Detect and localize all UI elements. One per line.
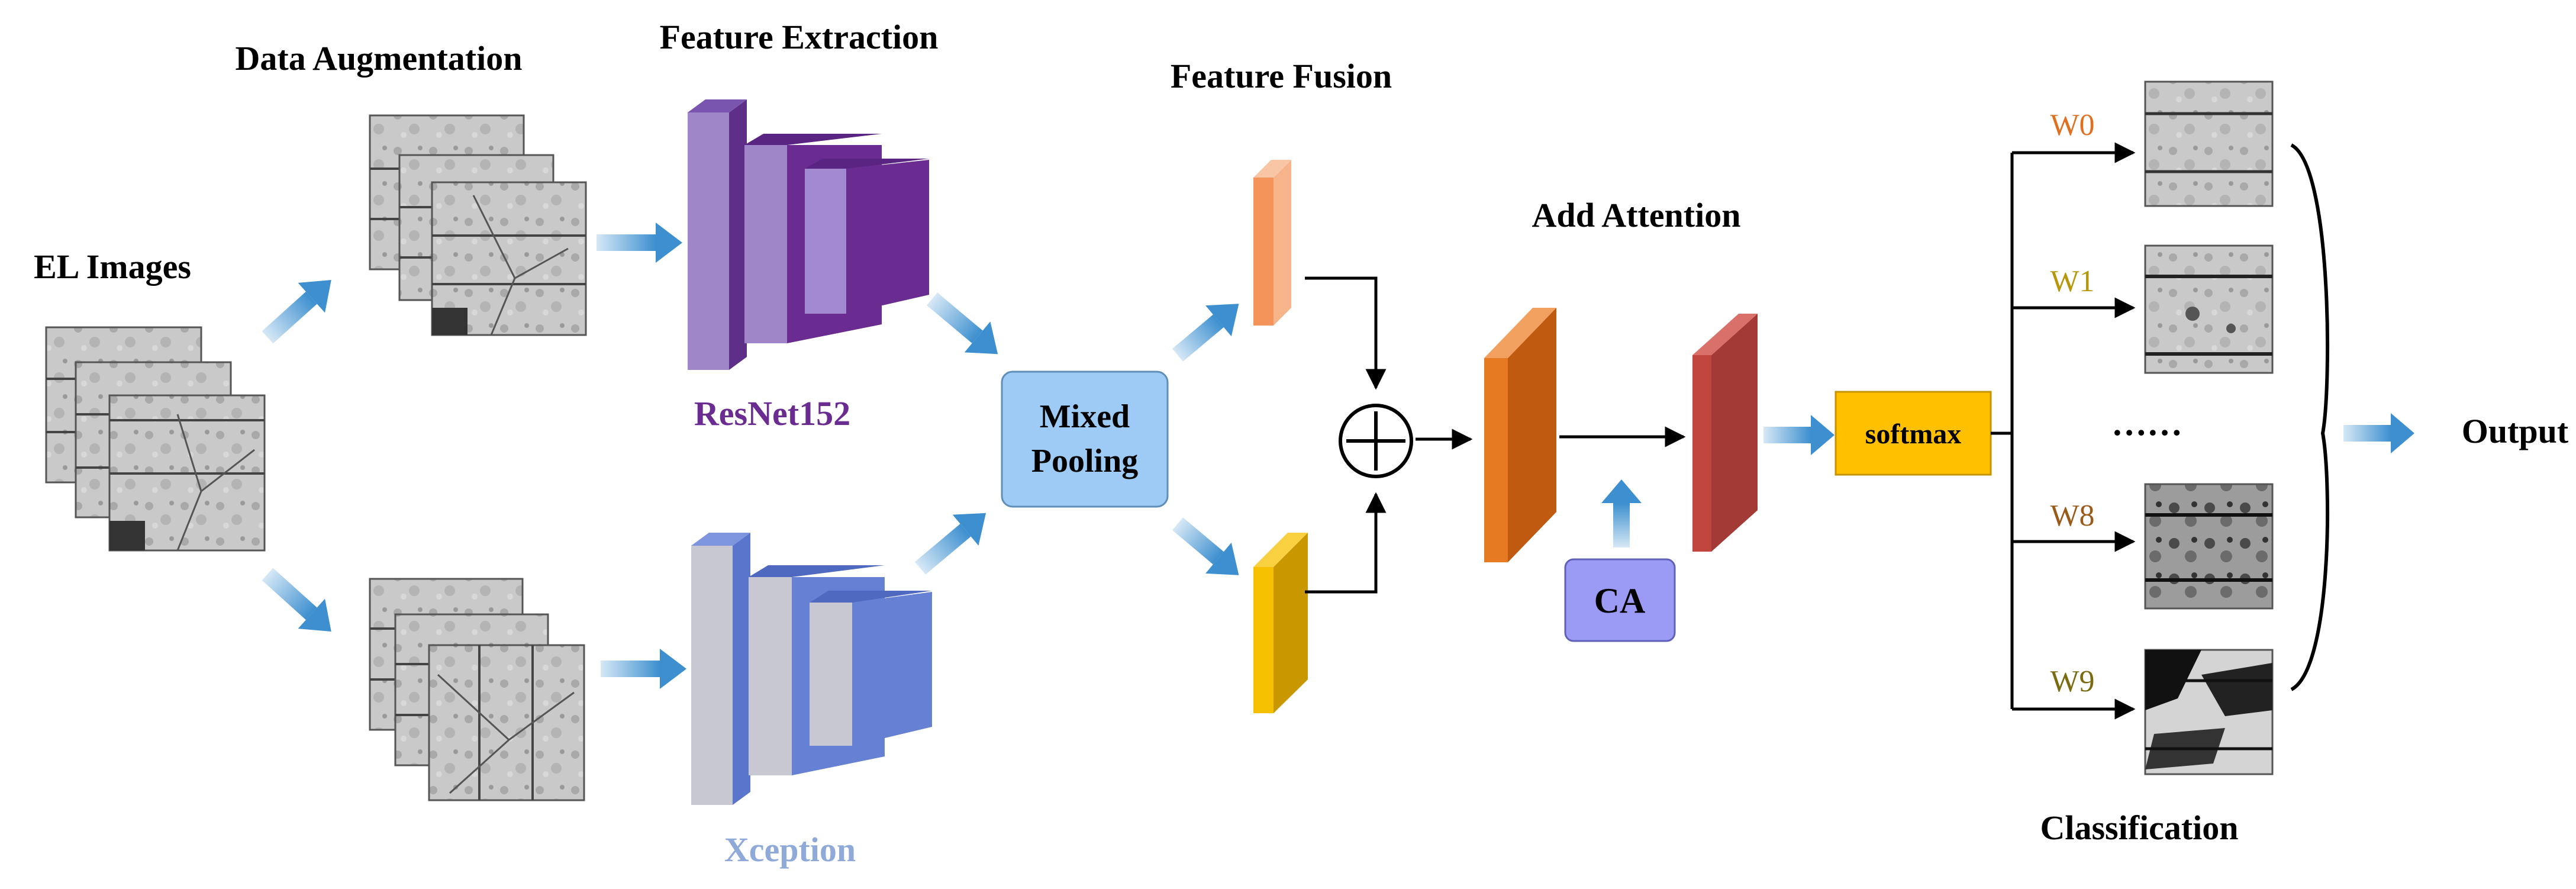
- flow-arrow-icon: [262, 279, 331, 344]
- class-label-w1: W1: [2050, 265, 2094, 298]
- class-label-w9: W9: [2050, 665, 2094, 698]
- el-image-stack: [45, 326, 266, 552]
- flow-arrow-icon: [597, 223, 682, 263]
- class-label-w8: W8: [2050, 499, 2094, 533]
- el-image-thumbnail: [108, 394, 266, 552]
- class-sample-w1: [2144, 244, 2274, 374]
- feature-fusion-title: Feature Fusion: [1171, 57, 1392, 95]
- augmented-stack-top: [369, 114, 587, 336]
- softmax-block: softmax: [1835, 391, 1992, 476]
- fusion-connectors: [1305, 276, 1686, 594]
- classes-bracket: [2290, 143, 2330, 691]
- class-sample-w8: [2144, 483, 2274, 610]
- el-images-title: EL Images: [34, 247, 191, 286]
- flow-arrow-icon: [927, 292, 998, 355]
- flow-arrow-icon: [1763, 415, 1835, 455]
- class-sample-w9: [2144, 649, 2274, 775]
- mixed-pooling-line2: Pooling: [1031, 443, 1138, 479]
- output-label: Output: [2462, 412, 2569, 450]
- resnet152-label: ResNet152: [694, 394, 850, 433]
- mixed-pooling-line1: Mixed: [1040, 398, 1130, 435]
- flow-arrow-icon: [2343, 413, 2414, 453]
- flow-arrow-icon: [1172, 517, 1239, 575]
- feature-extraction-title: Feature Extraction: [660, 18, 939, 56]
- fusion-feature-map-top: [1253, 160, 1291, 326]
- flow-arrow-icon: [915, 513, 986, 575]
- el-image-thumbnail: [428, 644, 585, 801]
- feature-map-icon: [1253, 533, 1308, 713]
- mixed-pooling-block: Mixed Pooling: [1001, 371, 1169, 508]
- flow-arrow-icon: [1601, 479, 1642, 547]
- softmax-label: softmax: [1865, 418, 1962, 450]
- data-augmentation-title: Data Augmentation: [236, 39, 523, 78]
- flow-arrow-icon: [1172, 304, 1239, 362]
- resnet152-block: [688, 99, 929, 370]
- augmented-stack-bottom: [369, 578, 585, 801]
- feature-map-icon: [1692, 314, 1758, 552]
- el-image-thumbnail: [431, 181, 587, 336]
- classification-branches: [1991, 142, 2136, 720]
- feature-map-icon: [1253, 160, 1291, 326]
- class-ellipsis: ……: [2111, 404, 2182, 443]
- class-sample-w0: [2144, 80, 2274, 207]
- flow-arrows: [262, 223, 2414, 689]
- class-label-w0: W0: [2050, 108, 2094, 142]
- flow-arrow-icon: [262, 568, 331, 632]
- feature-map-icon: [1484, 308, 1556, 562]
- classification-title: Classification: [2040, 809, 2238, 847]
- plus-circle-icon: [1339, 404, 1413, 478]
- fused-feature-map: [1484, 308, 1556, 562]
- flow-arrow-icon: [601, 649, 686, 689]
- attention-feature-map: [1692, 314, 1758, 552]
- ca-block: CA: [1564, 558, 1676, 642]
- fusion-feature-map-bottom: [1253, 533, 1308, 713]
- ca-label: CA: [1594, 581, 1646, 620]
- xception-label: Xception: [724, 830, 856, 869]
- add-attention-title: Add Attention: [1532, 196, 1741, 234]
- xception-block: [691, 533, 932, 805]
